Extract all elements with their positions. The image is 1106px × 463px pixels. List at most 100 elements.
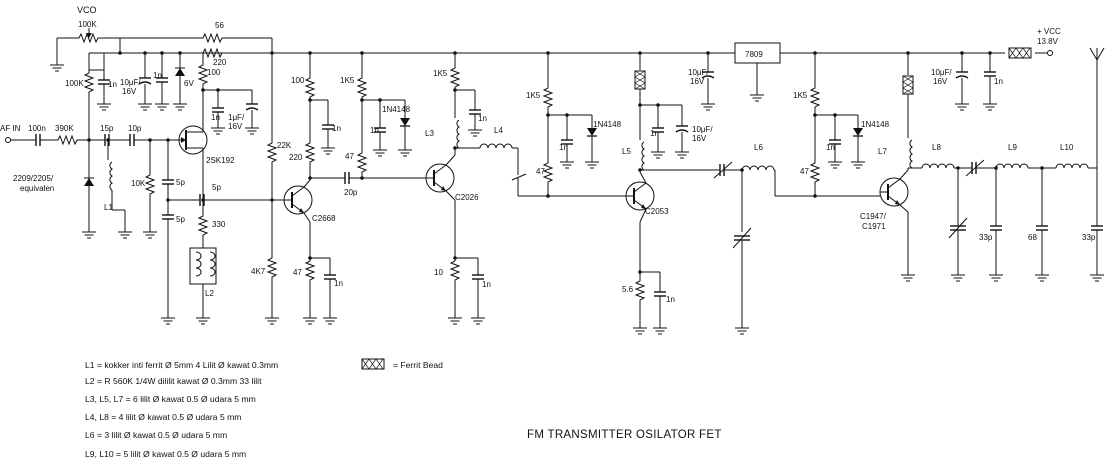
label-l9: L9 bbox=[1008, 143, 1017, 152]
label-10: 10 bbox=[434, 268, 443, 277]
label-1n-c: 1n bbox=[211, 113, 220, 122]
note-l9-l10: L9, L10 = 5 lilit Ø kawat 0.5 Ø udara 5 … bbox=[85, 449, 246, 459]
label-vcc-value: 13.8V bbox=[1037, 37, 1059, 46]
junctions bbox=[87, 51, 1044, 274]
regulator-7809 bbox=[734, 42, 781, 102]
note-l4-l8: L4, L8 = 4 lilit Ø kawat 0.5 Ø udara 5 m… bbox=[85, 412, 241, 422]
label-1n4148-a: 1N4148 bbox=[382, 105, 411, 114]
label-q2: C2026 bbox=[455, 193, 479, 202]
label-q4: C1947/ bbox=[860, 212, 887, 221]
label-220-b: 220 bbox=[289, 153, 303, 162]
label-l2: L2 bbox=[205, 289, 214, 298]
ferrit-legend: = Ferrit Bead bbox=[361, 358, 443, 370]
label-16v-c: 16V bbox=[692, 134, 707, 143]
label-10k: 10K bbox=[131, 179, 146, 188]
label-1n-j: 1n bbox=[650, 129, 659, 138]
vco-section bbox=[49, 28, 273, 185]
label-1uf: 1μF/ bbox=[228, 113, 245, 122]
label-33p-a: 33p bbox=[979, 233, 993, 242]
label-l4: L4 bbox=[494, 126, 503, 135]
label-l10: L10 bbox=[1060, 143, 1074, 152]
label-fet: 2SK192 bbox=[206, 156, 235, 165]
label-1n-a: 1n bbox=[108, 80, 117, 89]
label-16v-b: 16V bbox=[228, 122, 243, 131]
label-100k-left: 100K bbox=[65, 79, 84, 88]
coil-notes: L1 = kokker inti ferrit Ø 5mm 4 Lilit Ø … bbox=[85, 360, 278, 459]
label-15p: 15p bbox=[100, 124, 114, 133]
fet-2sk192 bbox=[172, 125, 208, 180]
label-22k: 22K bbox=[277, 141, 292, 150]
label-af-in: AF IN bbox=[0, 124, 21, 133]
label-1n-i: 1n bbox=[559, 143, 568, 152]
bias-q4 bbox=[810, 53, 866, 196]
label-16v-d: 16V bbox=[690, 77, 705, 86]
note-l3-l5-l7: L3, L5, L7 = 6 lilit Ø kawat 0.5 Ø udara… bbox=[85, 394, 256, 404]
antenna bbox=[1089, 47, 1105, 75]
label-vco: VCO bbox=[77, 5, 97, 15]
label-10p: 10p bbox=[128, 124, 142, 133]
label-1n-m: 1n bbox=[826, 143, 835, 152]
label-varicap-2: equivalen bbox=[20, 184, 54, 193]
label-1n-l: 1n bbox=[666, 295, 675, 304]
label-33p-b: 33p bbox=[1082, 233, 1096, 242]
label-vcc: + VCC bbox=[1037, 27, 1061, 36]
label-q4-b: C1971 bbox=[862, 222, 886, 231]
label-100n: 100n bbox=[28, 124, 46, 133]
label-10uf-a: 10μF/ bbox=[120, 78, 141, 87]
label-1n-b: 1n bbox=[153, 71, 162, 80]
label-10uf-d: 10μF/ bbox=[931, 68, 952, 77]
label-1n-h: 1n bbox=[482, 280, 491, 289]
stage-q1 bbox=[283, 53, 426, 325]
label-1n-d: 1n bbox=[332, 124, 341, 133]
label-5-6: 5.6 bbox=[622, 285, 634, 294]
label-1k5-d: 1K5 bbox=[793, 91, 808, 100]
label-47-c: 47 bbox=[536, 167, 545, 176]
label-5p-a: 5p bbox=[176, 178, 185, 187]
label-47-a: 47 bbox=[293, 268, 302, 277]
label-1n4148-b: 1N4148 bbox=[593, 120, 622, 129]
label-330: 330 bbox=[212, 220, 226, 229]
stage-q2 bbox=[425, 53, 628, 325]
bias-q3 bbox=[543, 53, 600, 196]
diagram-title: FM TRANSMITTER OSILATOR FET bbox=[527, 429, 722, 441]
label-100-a: 100 bbox=[207, 68, 221, 77]
label-100k-top: 100K bbox=[78, 20, 97, 29]
label-l6: L6 bbox=[754, 143, 763, 152]
label-56: 56 bbox=[215, 21, 224, 30]
stage-q4 bbox=[879, 53, 1105, 282]
label-q1: C2668 bbox=[312, 214, 336, 223]
component-labels: VCO 100K 100K 56 220 + VCC 13.8V AF IN 1… bbox=[0, 5, 1096, 304]
label-4k7: 4K7 bbox=[251, 267, 266, 276]
label-220-top: 220 bbox=[213, 58, 227, 67]
label-390k: 390K bbox=[55, 124, 74, 133]
label-68: 68 bbox=[1028, 233, 1037, 242]
label-1n-f: 1n bbox=[370, 126, 379, 135]
label-1k5-a: 1K5 bbox=[340, 76, 355, 85]
label-q3: C2053 bbox=[645, 207, 669, 216]
label-l5: L5 bbox=[622, 147, 631, 156]
label-5p-c: 5p bbox=[212, 183, 221, 192]
bias-q2 bbox=[357, 53, 413, 178]
label-l3: L3 bbox=[425, 129, 434, 138]
label-16v-e: 16V bbox=[933, 77, 948, 86]
label-10uf-b: 10μF/ bbox=[692, 125, 713, 134]
af-input bbox=[5, 53, 290, 325]
label-l7: L7 bbox=[878, 147, 887, 156]
label-20p: 20p bbox=[344, 188, 358, 197]
label-varicap: 2209/2205/ bbox=[13, 174, 54, 183]
label-6v: 6V bbox=[184, 79, 194, 88]
supply-rail bbox=[200, 50, 1053, 56]
label-47-b: 47 bbox=[345, 152, 354, 161]
supply-filter-mid bbox=[700, 53, 716, 111]
label-5p-b: 5p bbox=[176, 215, 185, 224]
label-1n4148-c: 1N4148 bbox=[861, 120, 890, 129]
stage-q3 bbox=[625, 53, 880, 335]
label-10uf-c: 10μF/ bbox=[688, 68, 709, 77]
label-1k5-b: 1K5 bbox=[433, 69, 448, 78]
label-1k5-c: 1K5 bbox=[526, 91, 541, 100]
label-l1: L1 bbox=[104, 203, 113, 212]
label-16v-a: 16V bbox=[122, 87, 137, 96]
note-l2: L2 = R 560K 1/4W dililit kawat Ø 0.3mm 3… bbox=[85, 376, 262, 386]
note-l6: L6 = 3 lilit Ø kawat 0.5 Ø udara 5 mm bbox=[85, 430, 227, 440]
